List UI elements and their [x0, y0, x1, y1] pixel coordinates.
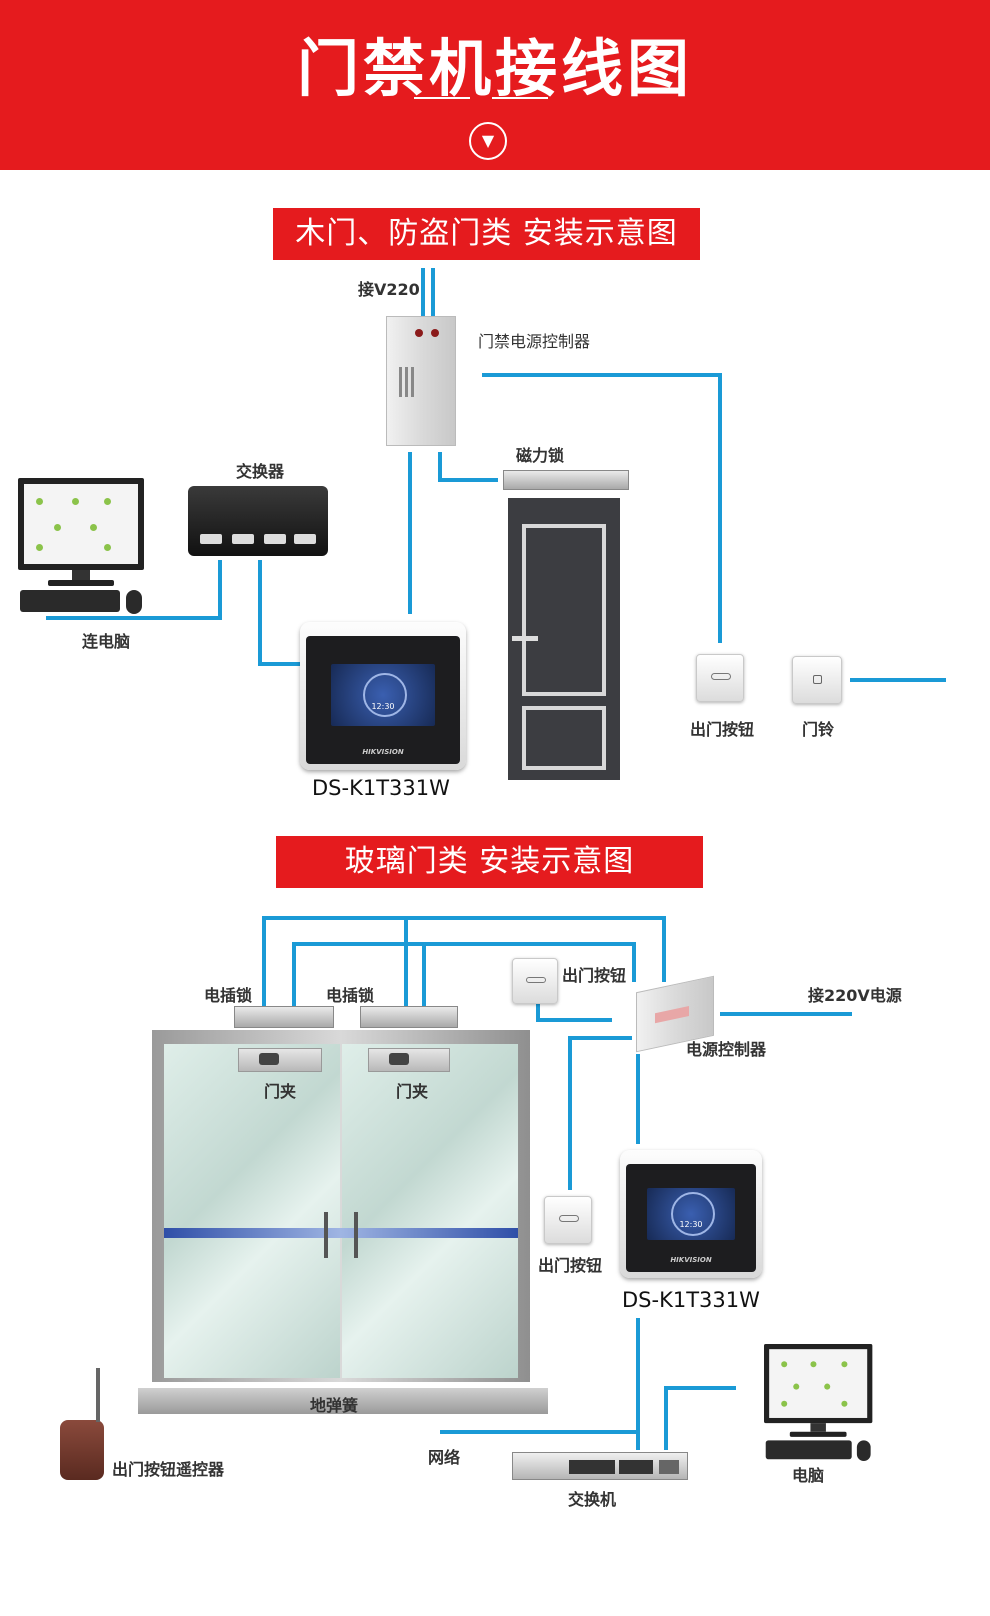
label-pc: 连电脑 — [82, 632, 131, 651]
wooden-door — [508, 498, 620, 780]
door-crossbar — [164, 1228, 518, 1238]
wire-right-lock-b — [422, 942, 426, 1006]
wire-controller-exit-h — [482, 373, 722, 377]
wire-left-lock-b — [292, 942, 296, 1006]
wire-pc2-v — [664, 1386, 668, 1450]
electric-lock-left — [234, 1006, 334, 1028]
wire-top-bus — [262, 916, 666, 920]
glass-door-left — [164, 1044, 340, 1378]
wire-doorbell — [850, 678, 946, 682]
label-magnetic-lock: 磁力锁 — [516, 446, 565, 465]
wire-network-h — [440, 1430, 640, 1434]
face-terminal-1: 12:30 HIKVISION — [300, 622, 466, 770]
wire-controller-exit-v — [718, 373, 722, 643]
label-power-220: 接220V电源 — [808, 986, 902, 1005]
power-controller-box — [386, 316, 456, 446]
label-switch: 交换器 — [236, 462, 285, 481]
label-model-2: DS-K1T331W — [622, 1288, 760, 1312]
terminal-2-clock: 12:30 — [679, 1219, 703, 1229]
wire-exit-top-v — [536, 1000, 540, 1022]
label-exit-button-side: 出门按钮 — [538, 1256, 603, 1275]
floor-spring-bar — [138, 1388, 548, 1414]
door-clip-right — [368, 1048, 450, 1072]
glass-door-right — [342, 1044, 518, 1378]
label-exit-button-top: 出门按钮 — [562, 966, 627, 985]
section1-banner: 木门、防盗门类 安装示意图 — [273, 208, 700, 260]
label-controller: 门禁电源控制器 — [478, 332, 591, 351]
header-banner: 门禁机接线图 ▼ — [0, 0, 990, 170]
label-pc-2: 电脑 — [792, 1466, 825, 1485]
label-net-switch: 交换机 — [568, 1490, 617, 1509]
wire-exit-side-v — [568, 1036, 572, 1190]
face-terminal-2: 12:30 HIKVISION — [620, 1150, 762, 1278]
wire-switch-pc-h — [46, 616, 222, 620]
label-door-clip-left: 门夹 — [264, 1082, 297, 1101]
section2-banner: 玻璃门类 安装示意图 — [276, 836, 703, 888]
label-power-in: 接V220 — [358, 280, 420, 299]
wire-second-bus — [292, 942, 636, 946]
label-network: 网络 — [428, 1448, 461, 1467]
wire-terminal-switch-2 — [636, 1318, 640, 1450]
page-title: 门禁机接线图 — [296, 32, 693, 105]
wire-switch-terminal-h — [258, 662, 302, 666]
remote-control — [60, 1368, 104, 1480]
label-doorbell: 门铃 — [802, 720, 835, 739]
terminal-clock: 12:30 — [371, 702, 395, 712]
wire-left-lock-a — [262, 916, 266, 1006]
wire-controller-lock-v — [438, 452, 442, 482]
label-power-controller: 电源控制器 — [686, 1040, 767, 1059]
wire-controller-lock-h — [438, 478, 498, 482]
label-floor-spring: 地弹簧 — [310, 1396, 359, 1415]
wire-power-a — [421, 268, 425, 316]
label-electric-lock-right: 电插锁 — [326, 986, 375, 1005]
wire-exit-side-h — [568, 1036, 632, 1040]
exit-button-side — [544, 1196, 592, 1244]
label-door-clip-right: 门夹 — [396, 1082, 429, 1101]
wire-power-220 — [720, 1012, 852, 1016]
chevron-down-icon: ▼ — [469, 122, 507, 160]
wire-switch-pc-v — [218, 560, 222, 620]
label-remote: 出门按钮遥控器 — [112, 1460, 225, 1479]
switch-device — [188, 486, 328, 556]
terminal-brand: HIKVISION — [362, 748, 404, 756]
title-underline-right — [492, 97, 548, 99]
title-underline-left — [414, 97, 470, 99]
wire-power-b — [431, 268, 435, 316]
wire-controller-terminal-2 — [636, 1054, 640, 1144]
terminal-2-brand: HIKVISION — [670, 1256, 712, 1264]
wire-right-drop — [662, 916, 666, 982]
wire-mid-lock — [404, 916, 408, 1006]
label-electric-lock-left: 电插锁 — [204, 986, 253, 1005]
wire-controller-terminal — [408, 452, 412, 614]
wire-switch-terminal-v — [258, 560, 262, 666]
label-exit-button-1: 出门按钮 — [690, 720, 755, 739]
door-handle-left — [324, 1212, 328, 1258]
door-handle-right — [354, 1212, 358, 1258]
exit-button-top — [512, 958, 558, 1004]
electric-lock-right — [360, 1006, 458, 1028]
wire-exit-top-h — [536, 1018, 612, 1022]
network-switch — [512, 1452, 688, 1480]
exit-button-1 — [696, 654, 744, 702]
wire-second-drop — [632, 942, 636, 982]
magnetic-lock — [503, 470, 629, 490]
label-model-1: DS-K1T331W — [312, 776, 450, 800]
door-clip-left — [238, 1048, 322, 1072]
wire-pc2-h — [664, 1386, 736, 1390]
doorbell-button — [792, 656, 842, 704]
